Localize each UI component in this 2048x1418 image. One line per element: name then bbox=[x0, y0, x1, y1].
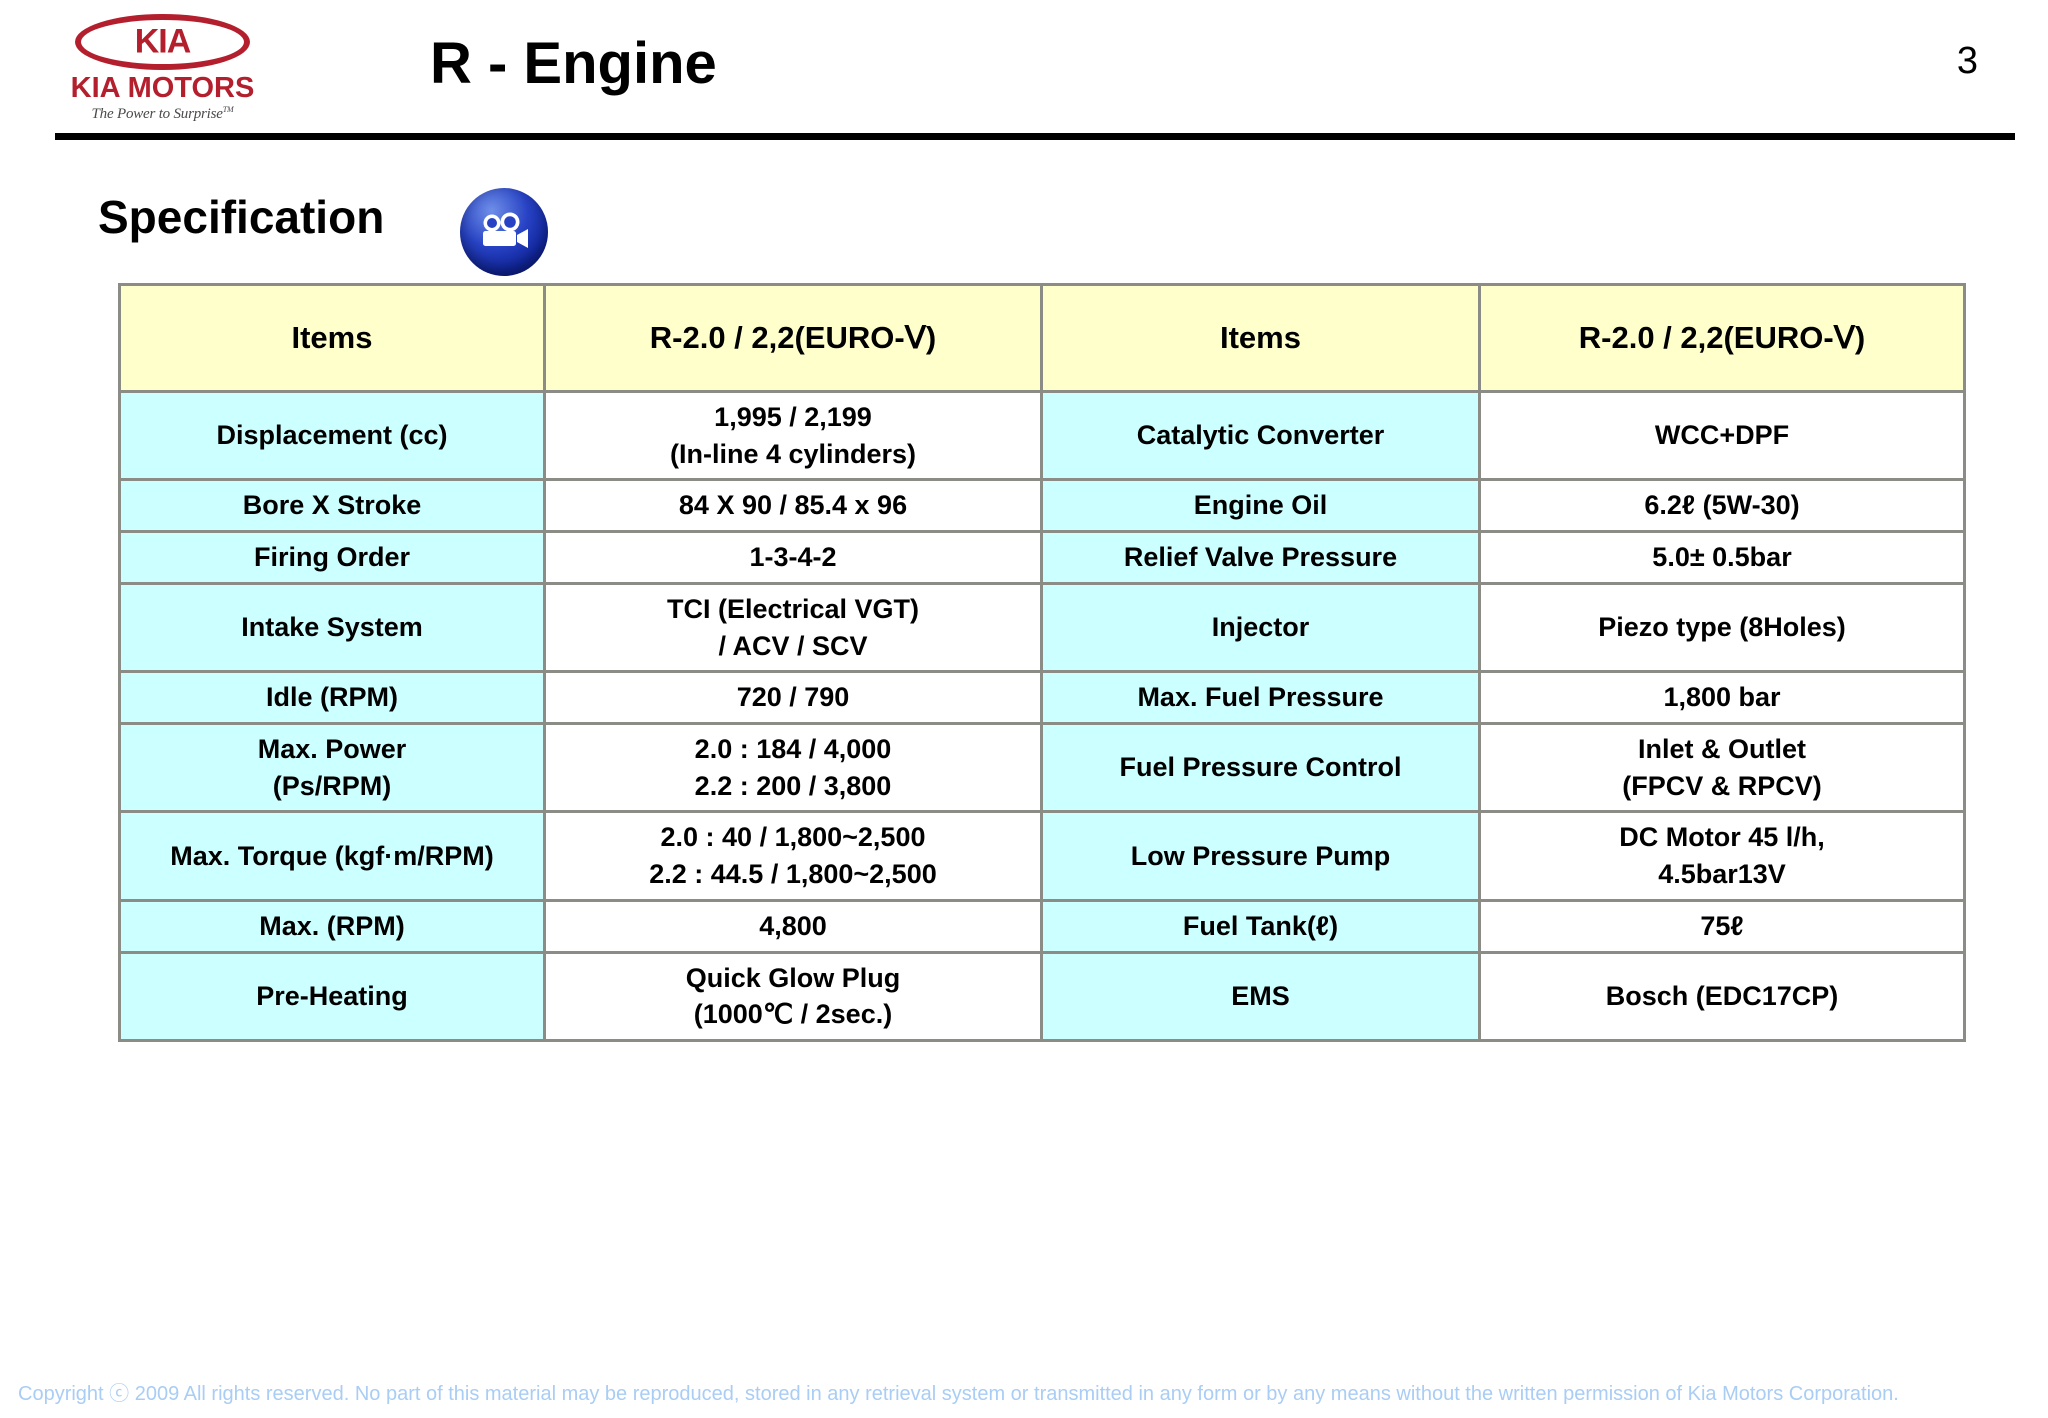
row-label: Low Pressure Pump bbox=[1040, 810, 1481, 902]
row-value: 6.2ℓ (5W-30) bbox=[1478, 478, 1966, 534]
copyright-notice: Copyright ⓒ 2009 All rights reserved. No… bbox=[18, 1383, 1899, 1405]
specification-table: Items R-2.0 / 2,2(EURO-Ⅴ) Items R-2.0 / … bbox=[118, 283, 1966, 1043]
label-line-1: Max. Power bbox=[257, 734, 407, 765]
header-spec-right: R-2.0 / 2,2(EURO-Ⅴ) bbox=[1478, 283, 1966, 393]
row-value: 1-3-4-2 bbox=[543, 530, 1043, 585]
row-label: Bore X Stroke bbox=[118, 478, 546, 534]
header-spec-left: R-2.0 / 2,2(EURO-Ⅴ) bbox=[543, 283, 1043, 393]
value-line-2: (In-line 4 cylinders) bbox=[669, 438, 917, 469]
row-label: Idle (RPM) bbox=[118, 670, 546, 726]
label-line-2: (Ps/RPM) bbox=[272, 770, 392, 801]
row-value: 75ℓ bbox=[1478, 898, 1966, 954]
row-label: EMS bbox=[1040, 950, 1481, 1043]
row-label: Displacement (cc) bbox=[118, 389, 546, 482]
table-row: Firing Order 1-3-4-2 Relief Valve Pressu… bbox=[118, 530, 1966, 585]
row-value: 4,800 bbox=[543, 898, 1043, 954]
value-line-1: TCI (Electrical VGT) bbox=[666, 593, 920, 624]
row-label: Pre-Heating bbox=[118, 950, 546, 1043]
row-value: 84 X 90 / 85.4 x 96 bbox=[543, 478, 1043, 534]
row-value: 5.0± 0.5bar bbox=[1478, 530, 1966, 585]
row-label: Max. Fuel Pressure bbox=[1040, 670, 1481, 726]
value-line-1: 2.0 : 40 / 1,800~2,500 bbox=[660, 822, 926, 853]
value-line-2: 2.2 : 44.5 / 1,800~2,500 bbox=[649, 859, 937, 890]
table-row: Max. Torque (kgf·m/RPM) 2.0 : 40 / 1,800… bbox=[118, 810, 1966, 902]
row-label: Fuel Pressure Control bbox=[1040, 722, 1481, 814]
value-line-2: 4.5bar13V bbox=[1658, 859, 1786, 890]
value-line-2: (FPCV & RPCV) bbox=[1622, 770, 1822, 801]
row-label: Firing Order bbox=[118, 530, 546, 585]
table-row: Bore X Stroke 84 X 90 / 85.4 x 96 Engine… bbox=[118, 478, 1966, 534]
spec-table-body: Items R-2.0 / 2,2(EURO-Ⅴ) Items R-2.0 / … bbox=[118, 283, 1966, 1043]
kia-tagline: The Power to SurpriseTM bbox=[60, 105, 265, 123]
table-row: Max. Power (Ps/RPM) 2.0 : 184 / 4,000 2.… bbox=[118, 722, 1966, 814]
value-line-1: DC Motor 45 l/h, bbox=[1619, 822, 1825, 853]
row-value: Piezo type (8Holes) bbox=[1478, 581, 1966, 674]
kia-tagline-text: The Power to Surprise bbox=[91, 106, 223, 122]
row-label: Catalytic Converter bbox=[1040, 389, 1481, 482]
row-label: Engine Oil bbox=[1040, 478, 1481, 534]
table-row: Pre-Heating Quick Glow Plug (1000℃ / 2se… bbox=[118, 950, 1966, 1043]
kia-oval-emblem: KIA bbox=[75, 14, 250, 70]
row-value: Quick Glow Plug (1000℃ / 2sec.) bbox=[543, 950, 1043, 1043]
value-line-2: / ACV / SCV bbox=[718, 630, 868, 661]
row-value: Bosch (EDC17CP) bbox=[1478, 950, 1966, 1043]
page-title: R - Engine bbox=[430, 31, 717, 96]
value-line-1: 1,995 / 2,199 bbox=[714, 402, 872, 432]
table-row: Intake System TCI (Electrical VGT) / ACV… bbox=[118, 581, 1966, 674]
section-heading: Specification bbox=[98, 191, 385, 243]
value-line-1: Inlet & Outlet bbox=[1638, 734, 1806, 765]
kia-tagline-trademark: TM bbox=[222, 105, 234, 114]
row-value: DC Motor 45 l/h, 4.5bar13V bbox=[1478, 810, 1966, 902]
table-row: Idle (RPM) 720 / 790 Max. Fuel Pressure … bbox=[118, 670, 1966, 726]
row-value: WCC+DPF bbox=[1478, 389, 1966, 482]
page-number: 3 bbox=[1956, 40, 1978, 82]
table-row: Displacement (cc) 1,995 / 2,199 (In-line… bbox=[118, 389, 1966, 482]
row-value: 1,800 bar bbox=[1478, 670, 1966, 726]
row-value: 2.0 : 40 / 1,800~2,500 2.2 : 44.5 / 1,80… bbox=[543, 810, 1043, 902]
row-label: Max. Torque (kgf·m/RPM) bbox=[118, 810, 546, 902]
value-line-1: 2.0 : 184 / 4,000 bbox=[694, 734, 892, 765]
header-items-left: Items bbox=[118, 283, 546, 393]
kia-motors-logo: KIA KIA MOTORS The Power to SurpriseTM bbox=[60, 14, 265, 122]
kia-oval-label: KIA bbox=[134, 22, 192, 61]
header-divider bbox=[55, 133, 2015, 140]
row-value: 2.0 : 184 / 4,000 2.2 : 200 / 3,800 bbox=[543, 722, 1043, 814]
header-items-right: Items bbox=[1040, 283, 1481, 393]
value-line-2: 2.2 : 200 / 3,800 bbox=[694, 770, 892, 801]
row-label: Fuel Tank(ℓ) bbox=[1040, 898, 1481, 954]
row-label: Relief Valve Pressure bbox=[1040, 530, 1481, 585]
row-value: 1,995 / 2,199 (In-line 4 cylinders) bbox=[543, 389, 1043, 482]
row-value: TCI (Electrical VGT) / ACV / SCV bbox=[543, 581, 1043, 674]
table-header-row: Items R-2.0 / 2,2(EURO-Ⅴ) Items R-2.0 / … bbox=[118, 283, 1966, 393]
slide-header: KIA KIA MOTORS The Power to SurpriseTM R… bbox=[0, 0, 2048, 140]
value-line-2: (1000℃ / 2sec.) bbox=[693, 999, 893, 1030]
row-label: Max. Power (Ps/RPM) bbox=[118, 722, 546, 814]
row-label: Injector bbox=[1040, 581, 1481, 674]
row-label: Intake System bbox=[118, 581, 546, 674]
row-value: 720 / 790 bbox=[543, 670, 1043, 726]
kia-wordmark: KIA MOTORS bbox=[70, 72, 255, 104]
movie-camera-icon[interactable] bbox=[460, 188, 548, 276]
row-value: Inlet & Outlet (FPCV & RPCV) bbox=[1478, 722, 1966, 814]
value-line-1: Quick Glow Plug bbox=[685, 962, 901, 993]
table-row: Max. (RPM) 4,800 Fuel Tank(ℓ) 75ℓ bbox=[118, 898, 1966, 954]
row-label: Max. (RPM) bbox=[118, 898, 546, 954]
